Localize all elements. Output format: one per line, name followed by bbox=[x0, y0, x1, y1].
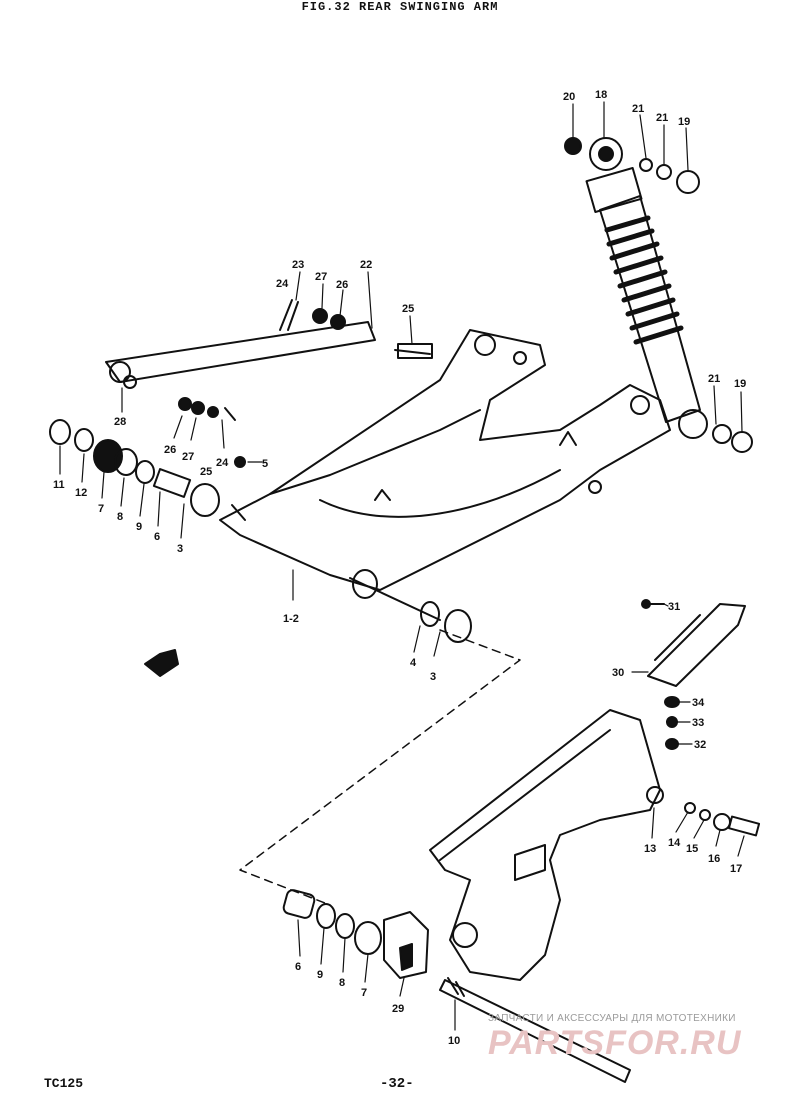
callout-20: 20 bbox=[563, 91, 575, 103]
watermark-tagline: ЗАПЧАСТИ И АКСЕССУАРЫ ДЛЯ МОТОТЕХНИКИ bbox=[488, 1013, 736, 1024]
callout-32: 32 bbox=[694, 739, 706, 751]
callout-1-2: 1-2 bbox=[283, 613, 299, 625]
callout-9: 9 bbox=[136, 521, 142, 533]
leader-lines bbox=[59, 101, 745, 1031]
callout-22: 22 bbox=[360, 259, 372, 271]
callout-21: 21 bbox=[656, 112, 668, 124]
callout-12: 12 bbox=[75, 487, 87, 499]
callout-16: 16 bbox=[708, 853, 720, 865]
callout-24: 24 bbox=[216, 457, 229, 469]
callout-26: 26 bbox=[164, 444, 176, 456]
callout-4: 4 bbox=[410, 657, 417, 669]
figure-title: FIG.32 REAR SWINGING ARM bbox=[301, 0, 499, 14]
callout-25: 25 bbox=[402, 303, 414, 315]
callout-18: 18 bbox=[595, 89, 607, 101]
callout-19: 19 bbox=[734, 378, 746, 390]
callout-7: 7 bbox=[361, 987, 367, 999]
callout-21: 21 bbox=[632, 103, 644, 115]
callout-3: 3 bbox=[430, 671, 436, 683]
torque-link bbox=[105, 299, 433, 468]
callout-25: 25 bbox=[200, 466, 212, 478]
callout-28: 28 bbox=[114, 416, 126, 428]
callout-31: 31 bbox=[668, 601, 680, 613]
swing-arm-chain-case bbox=[429, 709, 761, 981]
model-code: TC125 bbox=[44, 1076, 84, 1091]
callout-14: 14 bbox=[668, 837, 681, 849]
callout-26: 26 bbox=[336, 279, 348, 291]
callout-23: 23 bbox=[292, 259, 304, 271]
callout-11: 11 bbox=[53, 479, 65, 491]
callout-33: 33 bbox=[692, 717, 704, 729]
callout-5: 5 bbox=[262, 458, 268, 470]
callout-27: 27 bbox=[182, 451, 194, 463]
rear-shock-absorber bbox=[564, 137, 753, 453]
callout-30: 30 bbox=[612, 667, 624, 679]
watermark-logo: PARTSFOR.RU bbox=[488, 1024, 742, 1062]
pivot-bushing-stack-upper bbox=[49, 419, 472, 643]
callout-24: 24 bbox=[276, 278, 289, 290]
callout-7: 7 bbox=[98, 503, 104, 515]
callout-21: 21 bbox=[708, 373, 720, 385]
chain-case-cover bbox=[641, 599, 746, 750]
callout-29: 29 bbox=[392, 1003, 404, 1015]
assembly-dash-line bbox=[239, 629, 521, 906]
callout-15: 15 bbox=[686, 843, 698, 855]
callout-10: 10 bbox=[448, 1035, 460, 1047]
callout-6: 6 bbox=[154, 531, 160, 543]
callout-8: 8 bbox=[339, 977, 345, 989]
pivot-bushing-stack-lower bbox=[282, 889, 631, 1083]
callout-19: 19 bbox=[678, 116, 690, 128]
callout-34: 34 bbox=[692, 697, 705, 709]
callout-6: 6 bbox=[295, 961, 301, 973]
callout-labels: 20 18 21 21 19 23 27 24 26 22 25 28 26 2… bbox=[53, 89, 746, 1047]
callout-17: 17 bbox=[730, 863, 742, 875]
direction-arrow bbox=[144, 649, 179, 677]
callout-9: 9 bbox=[317, 969, 323, 981]
page-number: -32- bbox=[380, 1076, 414, 1092]
swing-arm bbox=[219, 329, 671, 591]
callout-13: 13 bbox=[644, 843, 656, 855]
callout-27: 27 bbox=[315, 271, 327, 283]
callout-8: 8 bbox=[117, 511, 123, 523]
callout-3: 3 bbox=[177, 543, 183, 555]
